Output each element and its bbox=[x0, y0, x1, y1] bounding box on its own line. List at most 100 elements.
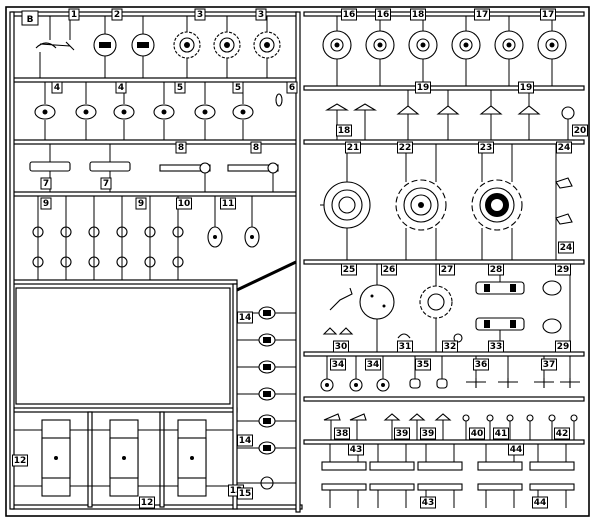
part-label-box bbox=[341, 263, 357, 276]
part-14-column bbox=[237, 306, 296, 490]
part-label-box bbox=[220, 197, 236, 210]
part-label-l21: 21 bbox=[347, 143, 360, 153]
part-label-box bbox=[341, 8, 357, 21]
part-label-l28: 28 bbox=[490, 265, 503, 275]
part-label-box bbox=[420, 427, 436, 440]
part-label-box bbox=[442, 340, 458, 353]
part-2-pair bbox=[93, 16, 155, 78]
part-label-l9a: 9 bbox=[43, 199, 49, 209]
part-label-box bbox=[348, 443, 364, 456]
part-label-box bbox=[232, 81, 244, 94]
part-label-box bbox=[333, 340, 349, 353]
part-label-box bbox=[572, 124, 588, 137]
part-label-box bbox=[365, 358, 381, 371]
sprocket-idler-row bbox=[320, 144, 573, 260]
part-label-box bbox=[439, 263, 455, 276]
part-label-l44a: 44 bbox=[510, 445, 523, 455]
part-label-l3b: 3 bbox=[258, 10, 264, 20]
part-label-box bbox=[194, 8, 206, 21]
part-label-box bbox=[555, 263, 571, 276]
part-label-l3a: 3 bbox=[197, 10, 203, 20]
sprue-frame bbox=[5, 6, 590, 517]
part-label-box bbox=[135, 197, 147, 210]
part-label-box bbox=[175, 141, 187, 154]
part-label-l8a: 8 bbox=[178, 143, 184, 153]
part-label-l33: 33 bbox=[490, 342, 503, 352]
part-label-box bbox=[12, 454, 28, 467]
part-label-l7a: 7 bbox=[43, 179, 49, 189]
part-label-box bbox=[40, 197, 52, 210]
part-label-l8b: 8 bbox=[253, 143, 259, 153]
part-label-l15: 15 bbox=[239, 489, 252, 499]
part-label-box bbox=[532, 496, 548, 509]
part-38-42-row bbox=[323, 413, 578, 440]
part-label-box bbox=[174, 81, 186, 94]
part-label-l14a: 14 bbox=[239, 313, 252, 323]
part-label-l31: 31 bbox=[399, 342, 412, 352]
part-label-l11: 11 bbox=[222, 199, 235, 209]
part-label-box bbox=[381, 263, 397, 276]
part-label-box bbox=[541, 358, 557, 371]
part-label-l38: 38 bbox=[336, 429, 349, 439]
part-label-l16a: 16 bbox=[343, 10, 356, 20]
part-label-box bbox=[255, 8, 267, 21]
part-label-l14b: 14 bbox=[239, 436, 252, 446]
part-label-l37: 37 bbox=[543, 360, 556, 370]
part-7-8-row bbox=[29, 144, 279, 192]
part-label-l18: 18 bbox=[412, 10, 425, 20]
part-label-box bbox=[540, 8, 556, 21]
part-label-l5b: 5 bbox=[235, 83, 241, 93]
part-label-l43a: 43 bbox=[350, 445, 363, 455]
part-label-l4a: 4 bbox=[54, 83, 60, 93]
part-label-box bbox=[286, 81, 298, 94]
part-label-l39b: 39 bbox=[422, 429, 435, 439]
part-label-box bbox=[375, 8, 391, 21]
part-label-box bbox=[100, 177, 112, 190]
part-label-l29b: 29 bbox=[557, 342, 570, 352]
part-label-l32: 32 bbox=[444, 342, 457, 352]
part-label-box bbox=[330, 358, 346, 371]
part-label-box bbox=[478, 141, 494, 154]
part-label-l19a: 19 bbox=[417, 83, 430, 93]
part-12-blocks bbox=[14, 419, 233, 497]
part-label-l44b: 44 bbox=[534, 498, 547, 508]
part-label-box bbox=[51, 81, 63, 94]
part-label-box bbox=[554, 427, 570, 440]
part-label-l9b: 9 bbox=[138, 199, 144, 209]
part-label-l23: 23 bbox=[480, 143, 493, 153]
part-18-19-20-row bbox=[325, 90, 575, 140]
part-label-l39a: 39 bbox=[396, 429, 409, 439]
part-label-l36: 36 bbox=[475, 360, 488, 370]
part-label-box bbox=[556, 141, 572, 154]
part-label-l29a: 29 bbox=[557, 265, 570, 275]
part-label-l12a: 12 bbox=[14, 456, 27, 466]
part-label-box bbox=[237, 311, 253, 324]
part-label-box bbox=[415, 81, 431, 94]
part-label-box bbox=[345, 141, 361, 154]
part-label-box bbox=[176, 197, 192, 210]
part-label-l5a: 5 bbox=[177, 83, 183, 93]
part-label-box bbox=[397, 340, 413, 353]
blank-panel bbox=[15, 287, 231, 405]
part-label-l34b: 34 bbox=[367, 360, 380, 370]
part-label-l18b: 18 bbox=[338, 126, 351, 136]
part-label-l16b: 16 bbox=[377, 10, 390, 20]
part-label-l40: 40 bbox=[471, 429, 484, 439]
part-label-l43b: 43 bbox=[422, 498, 435, 508]
part-label-l10: 10 bbox=[178, 199, 191, 209]
part-34-37-row bbox=[320, 356, 580, 392]
part-label-l30: 30 bbox=[335, 342, 348, 352]
part-label-box bbox=[397, 141, 413, 154]
part-4-5-row bbox=[34, 82, 283, 140]
part-25-33-row bbox=[322, 264, 571, 352]
part-9-10-11-row bbox=[32, 196, 260, 280]
part-label-box bbox=[518, 81, 534, 94]
part-label-l35: 35 bbox=[417, 360, 430, 370]
part-label-l20: 20 bbox=[574, 126, 587, 136]
part-label-l26: 26 bbox=[383, 265, 396, 275]
part-label-l12b: 12 bbox=[141, 498, 154, 508]
part-label-box bbox=[336, 124, 352, 137]
part-label-box bbox=[334, 427, 350, 440]
part-label-box bbox=[469, 427, 485, 440]
part-label-l6: 6 bbox=[289, 83, 295, 93]
